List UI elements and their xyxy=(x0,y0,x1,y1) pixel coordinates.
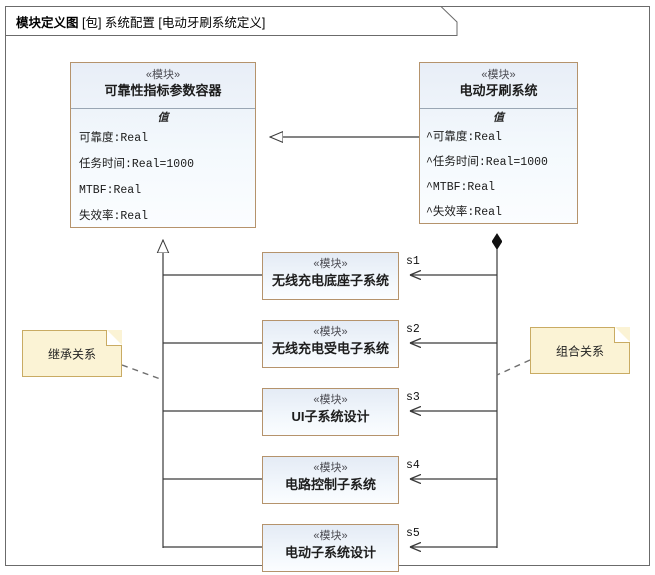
part-label-s5: s5 xyxy=(406,527,420,540)
block-subsystem-s2[interactable]: «模块» 无线充电受电子系统 xyxy=(262,320,399,368)
block-toothbrush-compartment-title: 值 xyxy=(493,112,504,124)
diagram-title: 模块定义图 [包] 系统配置 [电动牙刷系统定义] xyxy=(16,12,265,31)
block-reliability-name: 可靠性指标参数容器 xyxy=(104,83,222,98)
block-subsystem-s2-stereotype: «模块» xyxy=(313,326,348,338)
block-toothbrush-property-0: ^可靠度:Real xyxy=(426,131,502,144)
part-label-s3: s3 xyxy=(406,391,420,404)
block-reliability-property-3: 失效率:Real xyxy=(79,210,149,223)
block-subsystem-s3-name: UI子系统设计 xyxy=(291,409,370,424)
block-reliability-property-0: 可靠度:Real xyxy=(79,132,149,145)
block-toothbrush-property-1: ^任务时间:Real=1000 xyxy=(426,156,548,169)
block-toothbrush-property-3: ^失效率:Real xyxy=(426,206,502,219)
block-toothbrush-property-2: ^MTBF:Real xyxy=(426,181,496,194)
block-toothbrush-values-compartment: 值 ^可靠度:Real ^任务时间:Real=1000 ^MTBF:Real ^… xyxy=(420,111,577,220)
note-composition-fold-triangle-icon xyxy=(615,327,630,342)
block-reliability-stereotype: «模块» xyxy=(145,69,181,81)
block-reliability-header: «模块» 可靠性指标参数容器 xyxy=(71,63,255,100)
block-subsystem-s4[interactable]: «模块» 电路控制子系统 xyxy=(262,456,399,504)
block-toothbrush-divider xyxy=(420,108,577,109)
block-subsystem-s5[interactable]: «模块» 电动子系统设计 xyxy=(262,524,399,572)
block-reliability-compartment-title: 值 xyxy=(157,112,169,124)
block-electric-toothbrush-system[interactable]: «模块» 电动牙刷系统 值 ^可靠度:Real ^任务时间:Real=1000 … xyxy=(419,62,578,224)
block-toothbrush-name: 电动牙刷系统 xyxy=(459,83,538,98)
block-subsystem-s3-stereotype: «模块» xyxy=(313,394,348,406)
diagram-kind-label: 模块定义图 xyxy=(16,16,79,30)
block-subsystem-s1-stereotype: «模块» xyxy=(313,258,348,270)
block-subsystem-s1[interactable]: «模块» 无线充电底座子系统 xyxy=(262,252,399,300)
diagram-frame-label: [包] 系统配置 [电动牙刷系统定义] xyxy=(82,16,266,30)
block-subsystem-s5-stereotype: «模块» xyxy=(313,530,348,542)
note-inheritance-fold-triangle-icon xyxy=(107,330,122,345)
block-reliability-parameter-container[interactable]: «模块» 可靠性指标参数容器 值 可靠度:Real 任务时间:Real=1000… xyxy=(70,62,256,228)
block-subsystem-s4-name: 电路控制子系统 xyxy=(284,477,376,492)
note-inheritance-text: 继承关系 xyxy=(47,347,96,361)
block-toothbrush-header: «模块» 电动牙刷系统 xyxy=(420,63,577,100)
block-toothbrush-stereotype: «模块» xyxy=(481,69,516,81)
note-composition-text: 组合关系 xyxy=(555,344,604,358)
block-reliability-values-compartment: 值 可靠度:Real 任务时间:Real=1000 MTBF:Real 失效率:… xyxy=(71,111,255,224)
block-subsystem-s1-name: 无线充电底座子系统 xyxy=(271,273,389,288)
part-label-s1: s1 xyxy=(406,255,420,268)
note-composition[interactable]: 组合关系 xyxy=(530,327,630,374)
block-reliability-property-2: MTBF:Real xyxy=(79,184,142,197)
block-subsystem-s4-stereotype: «模块» xyxy=(313,462,348,474)
block-subsystem-s5-name: 电动子系统设计 xyxy=(284,545,376,560)
block-reliability-property-1: 任务时间:Real=1000 xyxy=(79,158,195,171)
block-reliability-divider xyxy=(71,108,255,109)
part-label-s2: s2 xyxy=(406,323,420,336)
block-subsystem-s3[interactable]: «模块» UI子系统设计 xyxy=(262,388,399,436)
note-inheritance[interactable]: 继承关系 xyxy=(22,330,122,377)
block-subsystem-s2-name: 无线充电受电子系统 xyxy=(271,341,389,356)
part-label-s4: s4 xyxy=(406,459,420,472)
